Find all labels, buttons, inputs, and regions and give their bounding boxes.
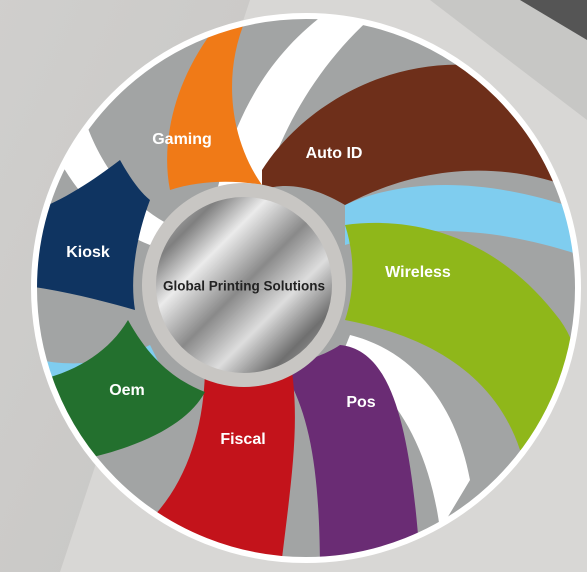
label-gaming: Gaming xyxy=(152,131,212,148)
label-auto-id: Auto ID xyxy=(306,145,363,162)
center-title: Global Printing Solutions xyxy=(163,279,325,294)
white-swirl-accent xyxy=(215,14,380,200)
background-band xyxy=(430,0,587,120)
light-blue-accent xyxy=(345,185,580,255)
segment-fiscal[interactable] xyxy=(150,365,295,572)
segment-kiosk[interactable] xyxy=(20,160,150,310)
white-swirl-accent xyxy=(340,335,470,530)
label-fiscal: Fiscal xyxy=(220,431,265,448)
hub-metal-disc xyxy=(156,197,332,373)
label-oem: Oem xyxy=(109,382,145,399)
label-wireless: Wireless xyxy=(385,264,451,281)
segment-oem[interactable] xyxy=(40,320,205,460)
background-dark-corner xyxy=(520,0,587,40)
wheel-outer-ring xyxy=(31,13,581,563)
segment-gaming[interactable] xyxy=(167,10,262,190)
label-pos: Pos xyxy=(346,394,375,411)
hub-highlight xyxy=(156,197,332,373)
label-kiosk: Kiosk xyxy=(66,244,110,261)
segment-pos[interactable] xyxy=(280,345,420,572)
segment-wireless[interactable] xyxy=(345,222,583,450)
